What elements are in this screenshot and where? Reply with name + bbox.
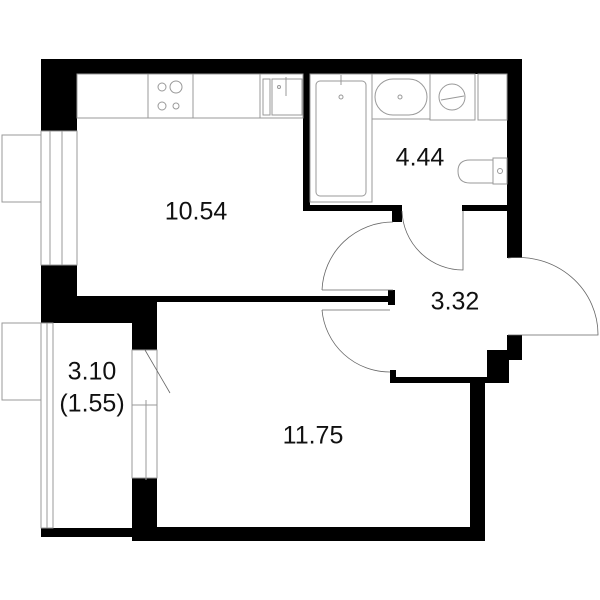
kitchen-door[interactable] bbox=[321, 221, 394, 291]
room-area-hallway: 3.32 bbox=[430, 287, 480, 316]
sink-icon bbox=[271, 78, 303, 116]
washbasin-icon bbox=[374, 78, 428, 116]
room-area-balcony: 3.10 bbox=[67, 357, 117, 386]
stove-burner-icon bbox=[172, 102, 180, 110]
room-area-balcony-reduced: (1.55) bbox=[59, 389, 125, 418]
entrance-door[interactable] bbox=[507, 257, 599, 336]
stove-burner-icon bbox=[157, 101, 167, 111]
room-area-kitchen: 10.54 bbox=[164, 197, 228, 226]
stove-burner-icon bbox=[157, 82, 167, 92]
room-area-bathroom: 4.44 bbox=[395, 143, 445, 172]
toilet-icon bbox=[457, 159, 493, 184]
kitchen-fixtures bbox=[76, 73, 304, 119]
stove-burner-icon bbox=[169, 80, 183, 94]
bathroom-fixtures bbox=[309, 73, 508, 203]
bathroom-door[interactable] bbox=[401, 210, 464, 271]
washing-machine-icon bbox=[438, 83, 466, 111]
walls bbox=[41, 59, 522, 541]
doors bbox=[321, 210, 599, 373]
room-area-bedroom: 11.75 bbox=[282, 421, 344, 450]
windows bbox=[1, 130, 171, 529]
bedroom-door[interactable] bbox=[321, 309, 391, 373]
bathtub-icon bbox=[315, 80, 367, 197]
